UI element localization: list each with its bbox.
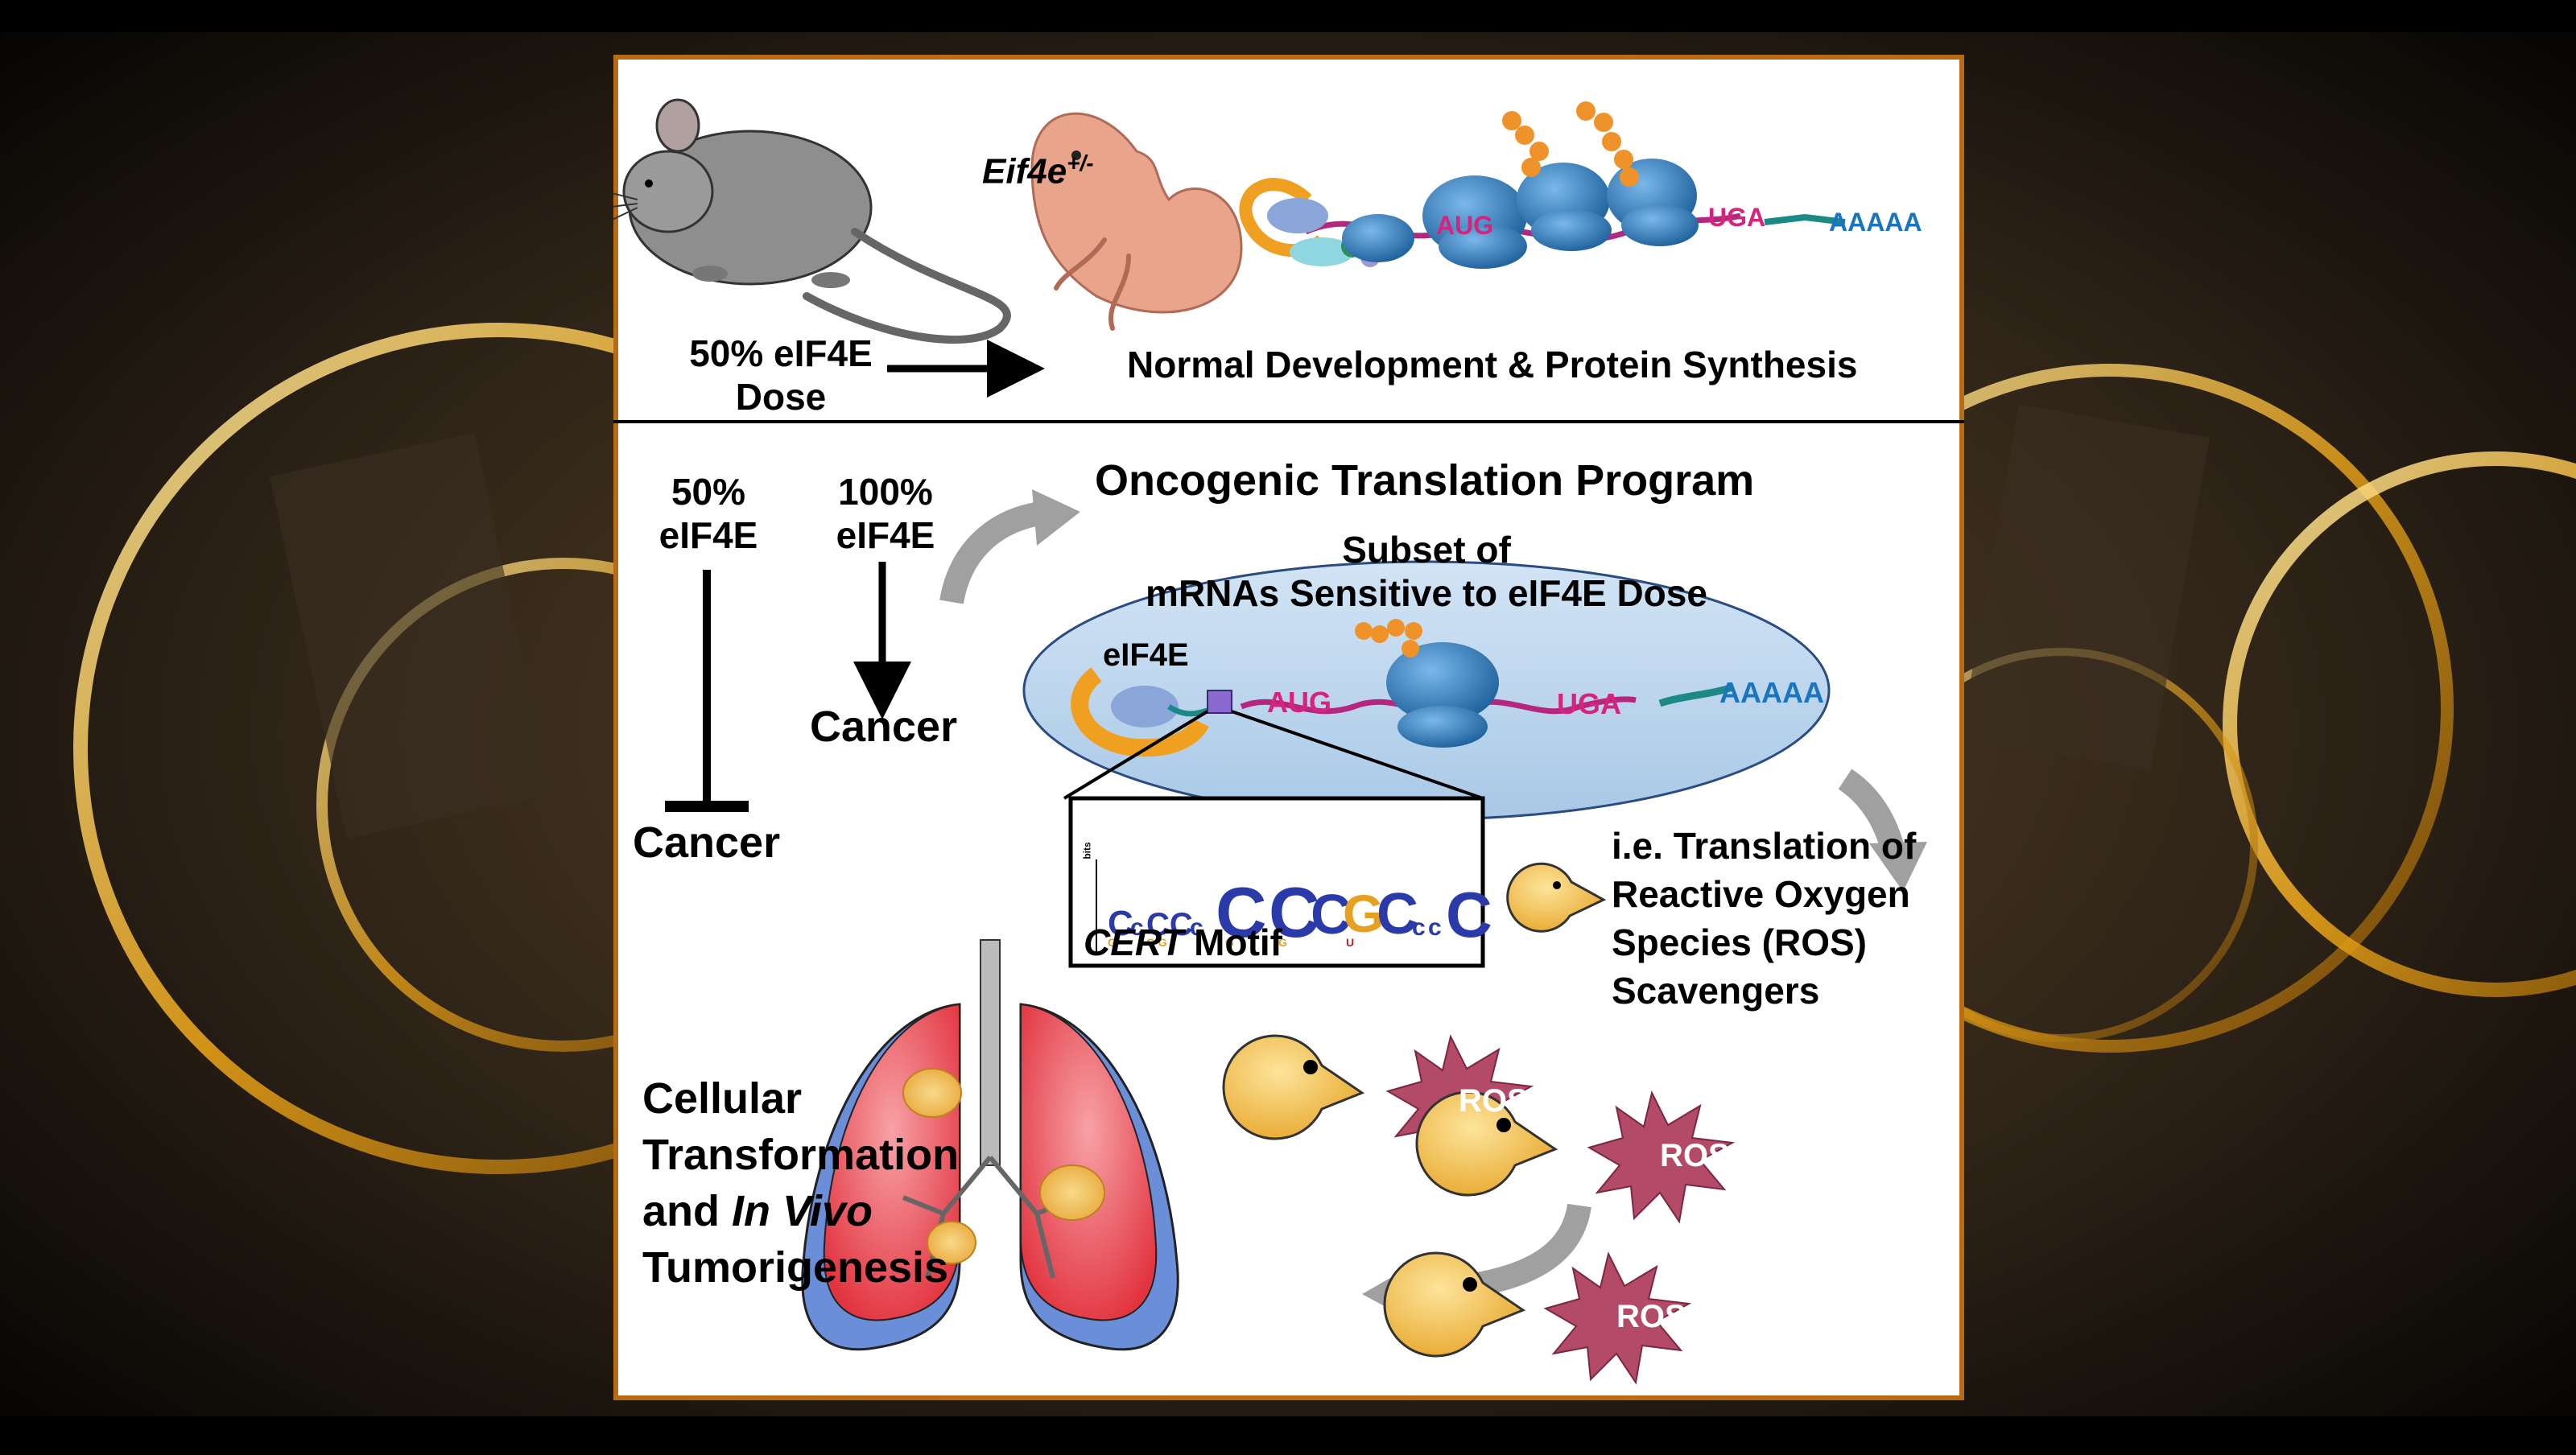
cert-motif-italic: CERT (1084, 921, 1184, 963)
inhibition-line (665, 570, 749, 812)
outcome-line4: Tumorigenesis (642, 1243, 949, 1292)
dose-text-top: 50% eIF4E Dose (660, 332, 902, 418)
svg-text:CC: CC (1146, 907, 1193, 942)
svg-text:c: c (1412, 914, 1426, 941)
outcome-line2: Transformation (642, 1131, 960, 1179)
right-dose-line1: 100% (838, 471, 933, 513)
pacman-icon-2 (1415, 1090, 1558, 1197)
cancer-inhibited-label: Cancer (633, 818, 781, 867)
pacman-icon-3 (1383, 1251, 1526, 1358)
gene-label: Eif4e+/- (982, 142, 1094, 194)
curved-arrow-down (1838, 769, 1905, 855)
dose-line2: Dose (735, 376, 827, 418)
outcome-line1: Cellular (642, 1074, 803, 1123)
embryo-icon (1030, 112, 1243, 331)
mouse-icon (613, 98, 1011, 344)
ribosome-bottom (1355, 619, 1499, 748)
bottom-mrna-diagram (1071, 619, 1734, 757)
svg-text:C: C (1377, 882, 1418, 946)
ros-star-3 (1543, 1251, 1692, 1385)
bottom-polya-label: AAAAA (1719, 676, 1824, 709)
example-line-4: Scavengers (1612, 970, 1820, 1012)
normal-development-label: Normal Development & Protein Synthesis (1127, 344, 1858, 385)
ellipse-line2: mRNAs Sensitive to eIF4E Dose (1146, 572, 1707, 614)
ros-label-3: ROS (1616, 1299, 1686, 1334)
svg-text:C: C (1269, 872, 1320, 952)
cert-motif-box (1068, 796, 1485, 968)
right-dose-line2: eIF4E (836, 514, 935, 556)
ros-star-2 (1587, 1090, 1736, 1224)
example-line-1: i.e. Translation of (1612, 825, 1917, 867)
ros-scavenger-text: i.e. Translation of Reactive Oxygen Spec… (1612, 824, 1916, 1012)
pacman-small-icon (1506, 862, 1607, 933)
cancer-promoted-label: Cancer (810, 703, 958, 751)
svg-text:G: G (1278, 936, 1287, 949)
gene-superscript: +/- (1067, 150, 1094, 175)
ellipse-title: Subset of mRNAs Sensitive to eIF4E Dose (1146, 528, 1707, 615)
tumor-3 (927, 1221, 976, 1264)
left-dose-line1: 50% (671, 471, 746, 513)
outcome-text: Cellular Transformation and In Vivo Tumo… (642, 1070, 959, 1296)
svg-text:G: G (1108, 936, 1117, 949)
tumor-2 (1039, 1164, 1105, 1221)
motif-axis-label: bits (1081, 842, 1093, 859)
tumor-1 (902, 1068, 962, 1118)
example-line-3: Species (ROS) (1612, 921, 1867, 963)
svg-text:G: G (1225, 936, 1234, 949)
top-aug-label: AUG (1436, 211, 1494, 240)
left-dose-label: 50% eIF4E (636, 470, 781, 557)
program-title: Oncogenic Translation Program (1095, 456, 1755, 505)
cert-motif-label: CERT Motif (1084, 921, 1282, 964)
outcome-line3-italic: In Vivo (732, 1187, 873, 1235)
top-mrna-diagram (1239, 101, 1846, 269)
svg-text:C: C (1216, 872, 1267, 952)
outcome-line3-a: and (642, 1187, 733, 1235)
left-dose-line2: eIF4E (658, 514, 758, 556)
bottom-uga-label: UGA (1557, 687, 1621, 720)
bottom-aug-label: AUG (1267, 686, 1331, 719)
svg-text:U: U (1346, 936, 1354, 949)
lungs-icon (801, 939, 1179, 1351)
svg-text:C: C (1446, 879, 1492, 950)
top-uga-label: UGA (1708, 203, 1766, 232)
curved-arrow-to-program (939, 501, 1042, 604)
svg-text:c: c (1130, 914, 1144, 941)
diagram-graphics: C c CC c C C C G C c c C G G G G G U (613, 98, 1964, 1385)
eif4e-label: eIF4E (1103, 637, 1189, 673)
example-line-2: Reactive Oxygen (1612, 873, 1910, 915)
svg-text:C: C (1311, 883, 1352, 946)
ribosome-2 (1502, 111, 1612, 251)
top-polya-label: AAAAA (1829, 208, 1922, 237)
ros-label-2: ROS (1660, 1138, 1730, 1173)
gene-name: Eif4e (982, 151, 1067, 192)
dose-line1: 50% eIF4E (689, 332, 873, 374)
svg-text:C: C (1108, 904, 1133, 943)
right-dose-label: 100% eIF4E (813, 470, 958, 557)
ellipse-line1: Subset of (1342, 529, 1511, 571)
svg-text:c: c (1428, 914, 1442, 941)
cert-motif-logo: C c CC c C C C G C c c C G G G G G U (1096, 859, 1492, 954)
ros-label-1: ROS (1459, 1083, 1529, 1119)
outcome-line3: and In Vivo (642, 1183, 959, 1239)
ribosome-1 (1422, 175, 1527, 269)
svg-text:c: c (1190, 914, 1203, 941)
ribosome-3 (1576, 101, 1699, 246)
svg-text:G: G (1343, 884, 1384, 943)
svg-text:G G: G G (1146, 936, 1167, 949)
cert-motif-square (1207, 690, 1232, 714)
cert-motif-rest: Motif (1183, 921, 1283, 963)
pacman-icon-1 (1222, 1034, 1365, 1140)
